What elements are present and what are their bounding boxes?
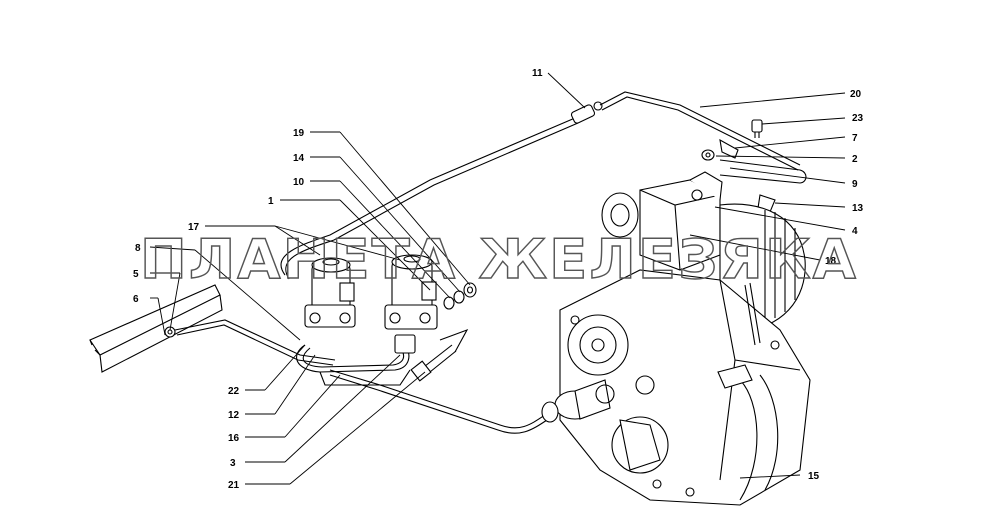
fitting-11: [570, 101, 603, 124]
callout-23: 23: [852, 113, 864, 124]
callout-6: 6: [133, 294, 139, 305]
callout-labels: 11 20 23 7 2 9 13 4 18 19 14 10 1 17 8 5…: [133, 68, 864, 491]
mounting-bracket: [89, 284, 223, 373]
watermark-text: ПЛАНЕТА ЖЕЛЕЗЯКА: [140, 228, 858, 291]
leader-lines: [149, 72, 846, 485]
small-parts: [701, 119, 807, 213]
callout-19: 19: [293, 128, 305, 139]
callout-15: 15: [808, 471, 820, 482]
callout-7: 7: [852, 133, 858, 144]
callout-9: 9: [852, 179, 858, 190]
callout-3: 3: [230, 458, 236, 469]
callout-1: 1: [268, 196, 274, 207]
callout-5: 5: [133, 269, 139, 280]
pipes: [174, 91, 801, 434]
solenoid-valve-right: [384, 254, 438, 354]
callout-11: 11: [532, 68, 543, 79]
bolt: [410, 328, 469, 382]
callout-14: 14: [293, 153, 305, 164]
callout-21: 21: [228, 480, 240, 491]
washers: [443, 282, 477, 310]
solenoid-valve-left: [304, 257, 356, 328]
callout-17: 17: [188, 222, 200, 233]
callout-16: 16: [228, 433, 240, 444]
callout-2: 2: [852, 154, 858, 165]
callout-13: 13: [852, 203, 864, 214]
callout-18: 18: [825, 256, 837, 267]
callout-20: 20: [850, 89, 862, 100]
gearbox: [541, 171, 811, 506]
callout-12: 12: [228, 410, 240, 421]
callout-4: 4: [852, 226, 858, 237]
callout-10: 10: [293, 177, 305, 188]
callout-22: 22: [228, 386, 240, 397]
callout-8: 8: [135, 243, 141, 254]
